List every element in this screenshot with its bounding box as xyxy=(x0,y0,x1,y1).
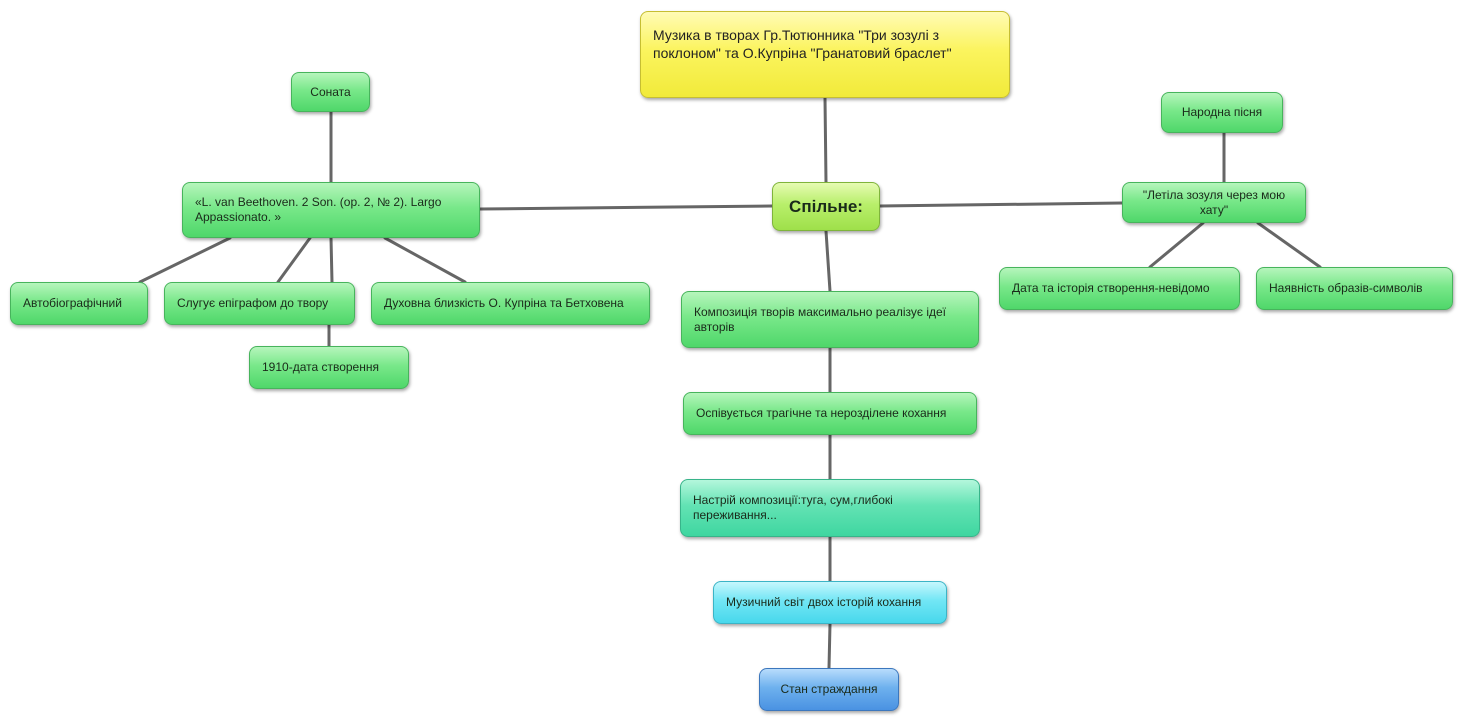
link-hub-beethoven xyxy=(478,204,774,211)
date-unknown-node[interactable]: Дата та історія створення-невідомо xyxy=(999,267,1240,310)
link-cuckoo-date xyxy=(1148,221,1205,269)
composition-text: Композиція творів максимально реалізує і… xyxy=(694,304,946,334)
hub-text: Спільне: xyxy=(789,197,863,216)
folk-song-node[interactable]: Народна пісня xyxy=(1161,92,1283,133)
cuckoo-song-node[interactable]: "Летіла зозуля через мою хату" xyxy=(1122,182,1306,223)
date1910-text: 1910-дата створення xyxy=(262,360,379,374)
tragic-love-node[interactable]: Оспівується трагічне та нерозділене коха… xyxy=(683,392,977,435)
epigraph-node[interactable]: Слугує епіграфом до твору xyxy=(164,282,355,325)
link-title-hub xyxy=(823,96,828,184)
suffering-text: Стан страждання xyxy=(780,682,878,696)
epigraph-text: Слугує епіграфом до твору xyxy=(177,296,329,310)
spiritual-text: Духовна близкість О. Купріна та Бетховен… xyxy=(384,296,624,310)
date-unknown-text: Дата та історія створення-невідомо xyxy=(1012,281,1210,295)
link-cuckoo-symbols xyxy=(1256,221,1322,269)
mood-text: Настрій композиції:туга, сум,глибокі пер… xyxy=(693,493,893,522)
music-world-node[interactable]: Музичний світ двох історій кохання xyxy=(713,581,947,624)
title-node[interactable]: Музика в творах Гр.Тютюнника "Три зозулі… xyxy=(640,11,1010,98)
suffering-node[interactable]: Стан страждання xyxy=(759,668,899,711)
beethoven-text: «L. van Beethoven. 2 Son. (op. 2, № 2). … xyxy=(195,195,442,224)
link-beethoven-autobio xyxy=(138,236,232,284)
spiritual-node[interactable]: Духовна близкість О. Купріна та Бетховен… xyxy=(371,282,650,325)
symbols-node[interactable]: Наявність образів-символів xyxy=(1256,267,1453,310)
symbols-text: Наявність образів-символів xyxy=(1269,281,1423,295)
folk-song-text: Народна пісня xyxy=(1181,105,1263,119)
link-hub-composition xyxy=(824,229,832,293)
composition-node[interactable]: Композиція творів максимально реалізує і… xyxy=(681,291,979,348)
tragic-love-text: Оспівується трагічне та нерозділене коха… xyxy=(696,406,947,420)
link-beethoven-epigraph xyxy=(276,236,312,284)
sonata-text: Соната xyxy=(310,84,351,99)
beethoven-node[interactable]: «L. van Beethoven. 2 Son. (op. 2, № 2). … xyxy=(182,182,480,238)
sonata-node[interactable]: Соната xyxy=(291,72,370,112)
mood-node[interactable]: Настрій композиції:туга, сум,глибокі пер… xyxy=(680,479,980,537)
autobio-text: Автобіографічний xyxy=(23,296,122,310)
autobio-node[interactable]: Автобіографічний xyxy=(10,282,148,325)
date1910-node[interactable]: 1910-дата створення xyxy=(249,346,409,389)
link-beethoven-spiritual xyxy=(383,236,467,284)
cuckoo-song-text: "Летіла зозуля через мою хату" xyxy=(1142,187,1286,217)
music-world-text: Музичний світ двох історій кохання xyxy=(726,595,922,609)
link-music-suffering xyxy=(827,622,832,670)
link-beethoven-epigraph2 xyxy=(329,236,334,284)
hub-node[interactable]: Спільне: xyxy=(772,182,880,231)
title-text: Музика в творах Гр.Тютюнника "Три зозулі… xyxy=(653,27,952,61)
link-hub-cuckoo xyxy=(878,201,1124,208)
